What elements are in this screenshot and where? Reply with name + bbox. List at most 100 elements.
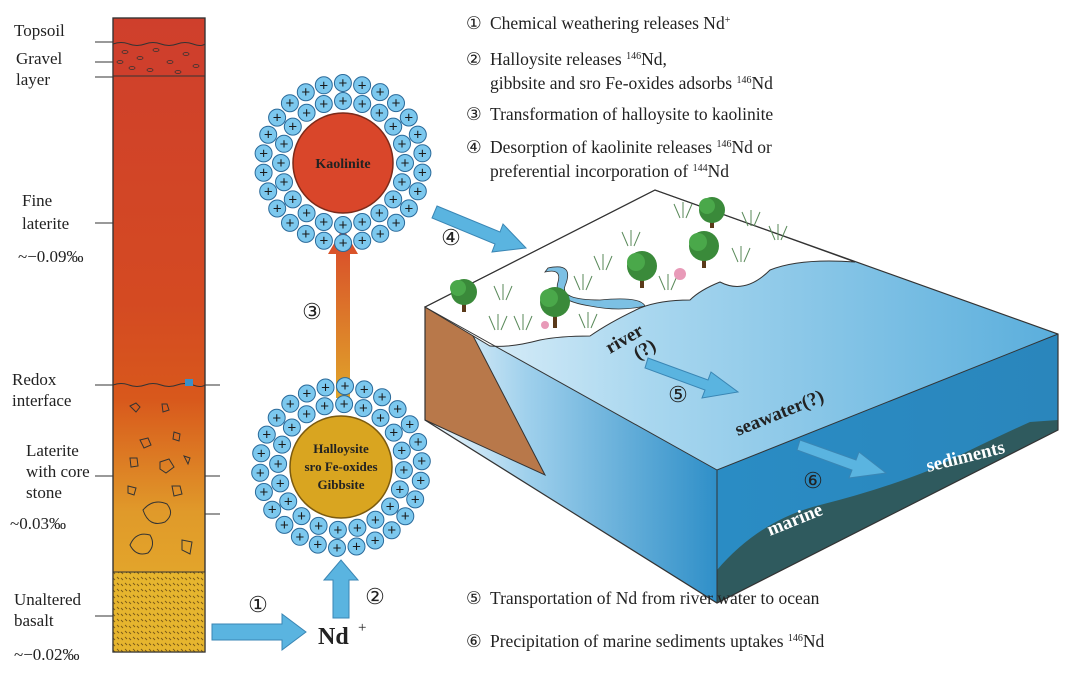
ion-icon	[283, 117, 302, 136]
ion-plus-sign: +	[353, 520, 362, 537]
ion-icon	[252, 444, 271, 463]
ion-plus-sign: +	[387, 522, 396, 539]
legend-text: Transportation of Nd from river water to…	[490, 588, 820, 608]
ion-icon	[335, 395, 354, 414]
label-laterite-core: Laterite	[26, 441, 79, 460]
arrow-step3	[328, 228, 358, 398]
label-basalt-2: basalt	[14, 611, 54, 630]
label-fine-laterite: Fine	[22, 191, 52, 210]
ion-plus-sign: +	[413, 183, 422, 200]
ion-icon	[271, 474, 290, 493]
ion-icon	[354, 399, 373, 418]
marine-sediments	[717, 420, 1058, 603]
core-stones	[127, 402, 193, 555]
ion-icon	[384, 190, 403, 209]
ion-plus-sign: +	[376, 410, 385, 427]
ion-icon	[259, 182, 278, 201]
ion-plus-sign: +	[339, 93, 348, 110]
ion-icon	[366, 531, 385, 550]
ion-plus-sign: +	[401, 508, 410, 525]
ion-icon	[355, 380, 374, 399]
ion-plus-sign: +	[321, 380, 330, 397]
label-laterite-core-3: stone	[26, 483, 62, 502]
ion-plus-sign: +	[301, 84, 310, 101]
ion-icon	[275, 515, 294, 534]
ion-plus-sign: +	[405, 416, 414, 433]
ion-icon	[282, 418, 301, 437]
ion-icon	[388, 400, 407, 419]
ion-plus-sign: +	[286, 396, 295, 413]
ion-plus-sign: +	[359, 400, 368, 417]
ion-plus-sign: +	[398, 174, 407, 191]
label-redox: Redox	[12, 370, 57, 389]
ion-icon	[387, 213, 406, 232]
ion-icon	[254, 163, 273, 182]
ion-plus-sign: +	[302, 205, 311, 222]
legend-num: ⑥	[466, 631, 482, 651]
ion-plus-sign: +	[333, 540, 342, 557]
ion-icon	[399, 199, 418, 218]
arrow-step6	[796, 439, 888, 479]
ion-icon	[366, 510, 385, 529]
legend-text: Nd or	[731, 137, 772, 157]
step1: ① Nd +	[211, 592, 366, 651]
ion-plus-sign: +	[319, 77, 328, 94]
legend-text: Halloysite releases	[490, 49, 627, 69]
legend-sup: 146	[736, 75, 752, 86]
ion-icon	[316, 378, 335, 397]
ion-icon	[396, 154, 414, 172]
legend-text: preferential incorporation of	[490, 161, 693, 181]
ion-icon	[297, 405, 316, 424]
ion-plus-sign: +	[280, 136, 289, 153]
gravel-top-line	[112, 42, 206, 46]
ion-icon	[408, 125, 427, 144]
flowers	[541, 268, 686, 329]
legend-text: Nd	[751, 73, 773, 93]
halloysite-label: Halloysite	[313, 441, 369, 456]
ion-plus-sign: +	[280, 174, 289, 191]
label-gravel-2: layer	[16, 70, 50, 89]
fe-oxides-label: sro Fe-oxides	[304, 459, 377, 474]
ion-icon	[314, 213, 333, 231]
ion-plus-sign: +	[319, 96, 328, 113]
ion-icon	[396, 507, 415, 526]
ion-plus-sign: +	[375, 105, 384, 122]
ion-plus-sign: +	[303, 386, 312, 403]
legend-text: Nd	[707, 161, 730, 181]
gravel-dots	[116, 48, 200, 74]
ion-icon	[370, 103, 389, 122]
tree-icon	[699, 197, 725, 228]
ion-plus-sign: +	[259, 145, 268, 162]
ion-plus-sign: +	[320, 398, 329, 415]
ion-plus-sign: +	[284, 493, 293, 510]
marker-step3: ③	[302, 299, 322, 324]
ion-icon	[393, 134, 411, 153]
tree-icon	[689, 231, 719, 268]
ion-plus-sign: +	[398, 136, 407, 153]
legend-num: ④	[466, 137, 482, 157]
ion-icon	[392, 441, 411, 460]
step2: ②	[322, 559, 385, 619]
ion-plus-sign: +	[417, 453, 426, 470]
ion-plus-sign: +	[260, 484, 269, 501]
ion-plus-sign: +	[302, 105, 311, 122]
ion-icon	[353, 231, 372, 250]
ion-plus-sign: +	[276, 475, 285, 492]
ion-icon	[400, 415, 419, 434]
ion-plus-sign: +	[272, 410, 281, 427]
ion-icon	[411, 471, 430, 490]
legend-text: Transformation of halloysite to kaolinit…	[490, 104, 774, 124]
ion-plus-sign: +	[386, 499, 395, 516]
legend-text: gibbsite and sro Fe-oxides adsorbs	[490, 73, 737, 93]
ion-plus-sign: +	[404, 110, 413, 127]
ion-icon	[409, 433, 428, 451]
ion-icon	[371, 224, 390, 243]
ion-icon	[336, 377, 354, 396]
value-fine-laterite: ~−0.09‰	[18, 247, 84, 266]
ion-icon	[384, 423, 403, 442]
ion-icon	[328, 520, 347, 539]
ion-plus-sign: +	[339, 75, 348, 92]
tree-icon	[540, 287, 570, 328]
